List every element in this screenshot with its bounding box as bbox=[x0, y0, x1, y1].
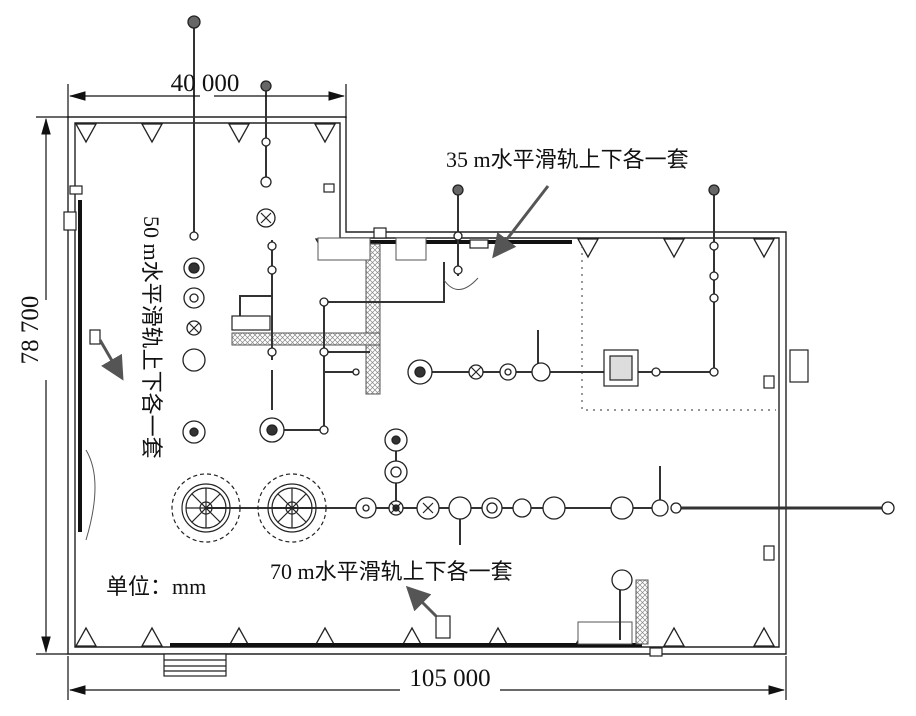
hatched-walls bbox=[231, 237, 649, 645]
dim-top-width: 40 000 bbox=[171, 70, 240, 97]
label-rail-35: 35 m水平滑轨上下各一套 bbox=[446, 147, 689, 172]
dim-height: 78 700 bbox=[17, 296, 44, 365]
annotation-arrows bbox=[98, 185, 550, 618]
label-rail-70: 70 m水平滑轨上下各一套 bbox=[270, 559, 513, 584]
piping bbox=[193, 22, 888, 640]
equipment-symbols bbox=[182, 15, 895, 591]
rails bbox=[78, 200, 642, 647]
label-rail-50: 50 m水平滑轨上下各一套 bbox=[139, 216, 164, 459]
dimension-lines bbox=[36, 84, 787, 700]
reference-arcs bbox=[85, 277, 479, 541]
label-unit: 单位：mm bbox=[106, 574, 206, 599]
valve-crosses bbox=[188, 212, 482, 514]
dim-total-width: 105 000 bbox=[409, 665, 490, 692]
equipment-boxes bbox=[63, 183, 809, 677]
large-dish-symbols bbox=[171, 473, 327, 543]
